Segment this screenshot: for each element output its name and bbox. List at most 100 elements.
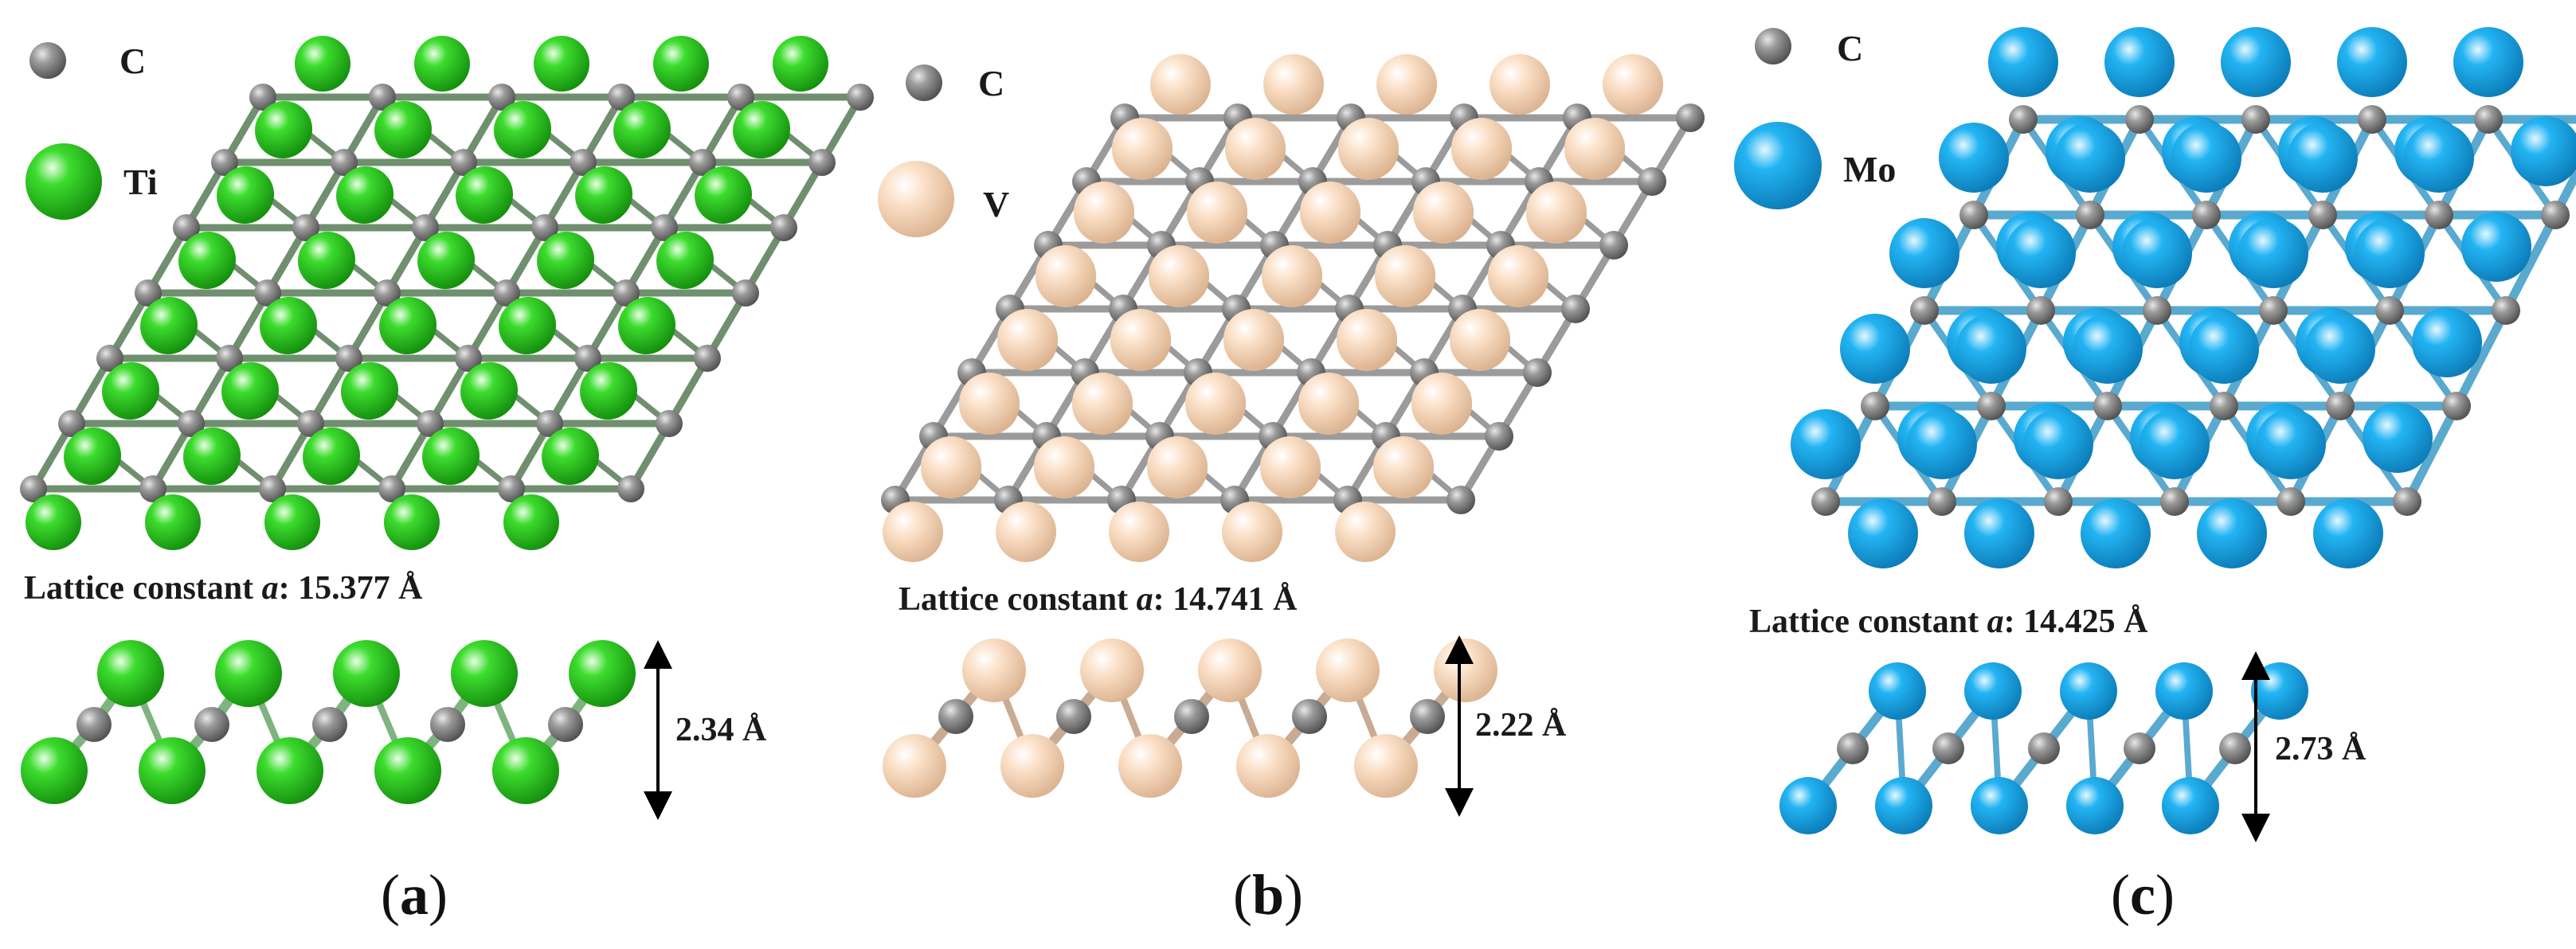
metal-atom-bottom-layer bbox=[1236, 734, 1300, 798]
metal-atom-upper bbox=[343, 362, 398, 418]
carbon-atom bbox=[1932, 732, 1964, 764]
legend-carbon-label: C bbox=[978, 63, 1004, 103]
metal-atom-bottom-layer bbox=[21, 737, 88, 804]
metal-atom-upper bbox=[1338, 118, 1399, 178]
carbon-atom bbox=[656, 410, 683, 437]
top-view-a bbox=[20, 36, 874, 550]
metal-atom-upper bbox=[1411, 373, 1472, 433]
metal-atom-top-layer bbox=[1316, 639, 1380, 702]
bond bbox=[2501, 210, 2560, 315]
carbon-atom bbox=[1977, 392, 2006, 420]
carbon-atom bbox=[1410, 699, 1445, 734]
metal-atom-upper bbox=[1185, 373, 1246, 433]
metal-atom-upper bbox=[1840, 314, 1910, 384]
carbon-atom bbox=[651, 214, 678, 241]
carbon-atom bbox=[2358, 105, 2386, 134]
metal-atom-lower bbox=[2461, 212, 2531, 282]
metal-atom-lower bbox=[1848, 498, 1918, 568]
metal-atom-upper bbox=[185, 428, 241, 483]
metal-atom-upper bbox=[1988, 27, 2058, 97]
side-metal-atoms bbox=[21, 640, 636, 804]
metal-atom-upper bbox=[2189, 314, 2259, 384]
metal-atom-upper bbox=[65, 428, 121, 483]
side-metal-atoms bbox=[1779, 662, 2308, 834]
metal-atom-upper bbox=[104, 362, 159, 418]
metal-atom-upper bbox=[2238, 218, 2308, 288]
metal-atom-bottom-layer bbox=[1118, 734, 1182, 798]
carbon-atom bbox=[135, 279, 162, 307]
metal-atom-upper bbox=[581, 362, 637, 418]
metal-atom-upper bbox=[495, 101, 551, 157]
carbon-atom bbox=[20, 475, 47, 502]
carbon-atom bbox=[2093, 392, 2122, 420]
metal-atom-bottom-layer bbox=[1779, 777, 1837, 834]
carbon-atom bbox=[938, 699, 973, 734]
metal-atom-upper bbox=[295, 36, 350, 92]
metal-atom-upper bbox=[218, 166, 274, 222]
carbon-atom bbox=[1959, 201, 1988, 229]
metal-atom-lower bbox=[25, 494, 81, 550]
metal-atom-upper bbox=[381, 297, 437, 353]
metal-atom-upper bbox=[2122, 218, 2192, 288]
metal-atoms bbox=[1791, 27, 2576, 568]
metal-atom-bottom-layer bbox=[1971, 777, 2028, 834]
legend-vanadium-atom-icon bbox=[878, 161, 954, 237]
metal-atom-lower bbox=[503, 494, 559, 550]
metal-atom-top-layer bbox=[1434, 639, 1497, 702]
metal-atom-upper bbox=[538, 232, 594, 287]
carbon-atom bbox=[292, 214, 319, 241]
metal-atom-upper bbox=[2221, 27, 2291, 97]
metal-atom-upper bbox=[1150, 54, 1211, 115]
caption-b: (b) bbox=[1233, 863, 1303, 927]
legend-carbon-label: C bbox=[119, 41, 146, 81]
carbon-atom bbox=[335, 345, 362, 372]
carbon-atom bbox=[498, 475, 525, 502]
metal-atom-bottom-layer bbox=[1354, 734, 1418, 798]
carbon-atom bbox=[1861, 392, 1889, 420]
metal-atom-upper bbox=[959, 373, 1020, 433]
carbon-atom bbox=[455, 345, 482, 372]
metal-atom-upper bbox=[1149, 245, 1209, 306]
carbon-atom bbox=[178, 410, 205, 437]
carbon-atom bbox=[76, 707, 112, 742]
metal-atom-upper bbox=[256, 101, 312, 157]
carbon-atom bbox=[374, 279, 401, 307]
metal-atom-upper bbox=[1337, 309, 1397, 369]
legend-vanadium-label: V bbox=[983, 184, 1009, 225]
metal-atom-upper bbox=[1603, 54, 1663, 115]
carbon-atom bbox=[216, 345, 243, 372]
lattice-constant-c: Lattice constant a: 14.425 Å bbox=[1749, 603, 2148, 640]
carbon-atom bbox=[2259, 296, 2288, 325]
side-metal-atoms bbox=[883, 639, 1497, 798]
legend-carbon-label: C bbox=[1837, 28, 1863, 68]
metal-atom-bottom-layer bbox=[256, 737, 323, 804]
metal-atom-upper bbox=[1526, 182, 1587, 242]
metal-atom-upper bbox=[1488, 245, 1548, 306]
carbon-atom bbox=[1928, 487, 1956, 516]
metal-atom-bottom-layer bbox=[1000, 734, 1064, 798]
caption-c: (c) bbox=[2111, 863, 2175, 927]
metal-atom-upper bbox=[1035, 245, 1096, 306]
metal-atom-upper bbox=[1376, 54, 1437, 115]
carbon-atom bbox=[1561, 295, 1590, 323]
side-carbon-atoms bbox=[938, 699, 1445, 734]
carbon-atom bbox=[1485, 422, 1513, 451]
thickness-label-b: 2.22 Å bbox=[1475, 707, 1567, 744]
legend-molybdenum-label: Mo bbox=[1843, 149, 1896, 189]
side-carbon-atoms bbox=[1837, 732, 2251, 764]
metal-atom-upper bbox=[1112, 118, 1173, 178]
metal-atom-upper bbox=[457, 166, 513, 222]
metal-atom-upper bbox=[2337, 27, 2407, 97]
metal-atom-lower bbox=[2197, 498, 2267, 568]
carbon-atom bbox=[2241, 105, 2270, 134]
carbon-atom bbox=[2076, 201, 2104, 229]
metal-atom-upper bbox=[1451, 118, 1512, 178]
metal-atom-upper bbox=[1939, 123, 2009, 193]
legend-titanium-atom-icon bbox=[25, 143, 102, 220]
carbon-atom bbox=[378, 475, 405, 502]
metal-atom-upper bbox=[696, 166, 752, 222]
metal-atom-top-layer bbox=[569, 640, 636, 707]
carbon-atom bbox=[331, 149, 358, 176]
carbon-atom bbox=[2192, 201, 2221, 229]
carbon-atom bbox=[2009, 105, 2038, 134]
